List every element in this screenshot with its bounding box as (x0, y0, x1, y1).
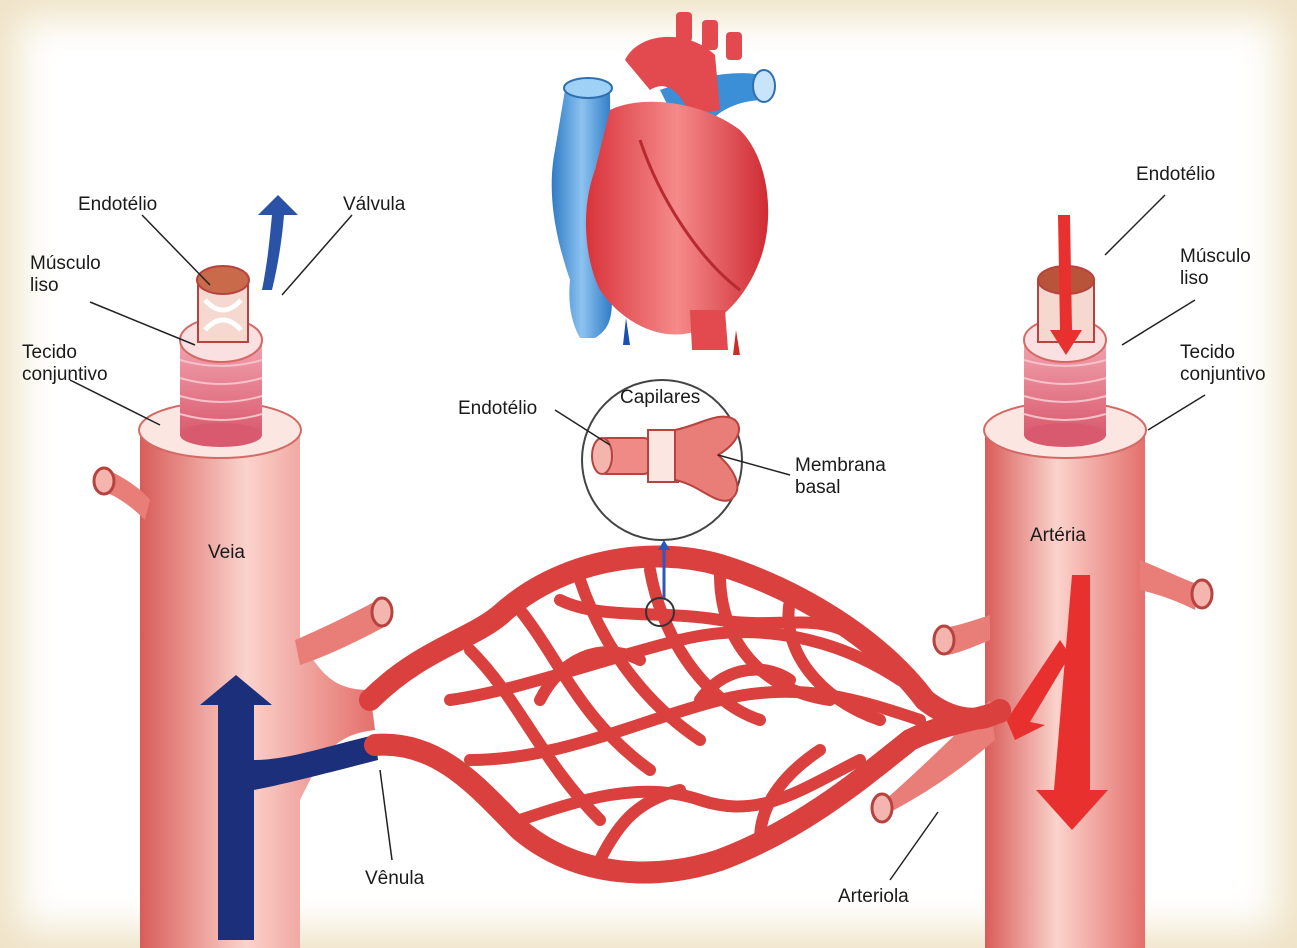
artery-connective-tissue-label: Tecido conjuntivo (1180, 342, 1266, 386)
vein-flow-arrow-top (258, 195, 298, 290)
artery-smooth-muscle-label: Músculo liso (1180, 246, 1251, 290)
vein-smooth-muscle-label: Músculo liso (30, 253, 101, 297)
artery-endothelium-label: Endotélio (1136, 164, 1215, 186)
heart (552, 12, 775, 355)
capillary-endothelium-label: Endotélio (458, 398, 537, 420)
vein-branch-opening (94, 468, 114, 494)
artery-name-label: Artéria (1030, 525, 1086, 547)
capillaries-title: Capilares (620, 387, 700, 409)
vein-name-label: Veia (208, 542, 245, 564)
vein (94, 195, 392, 948)
vein-connective-tissue-label: Tecido conjuntivo (22, 342, 108, 386)
arteriole-label: Arteriola (838, 886, 909, 908)
vein-endothelium-label: Endotélio (78, 194, 157, 216)
basal-membrane-label: Membrana basal (795, 455, 886, 499)
vein-valve-label: Válvula (343, 194, 405, 216)
artery (872, 215, 1212, 948)
venule-label: Vênula (365, 868, 424, 890)
capillary-network (370, 540, 1000, 872)
